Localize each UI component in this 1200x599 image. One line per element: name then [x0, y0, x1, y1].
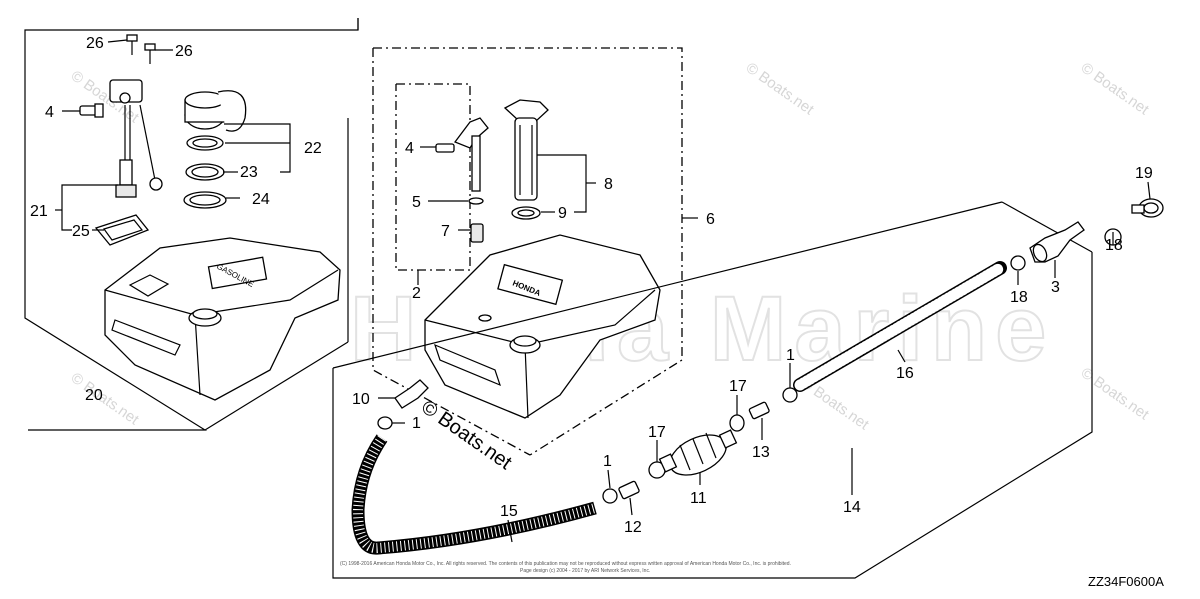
part-number-1: 1	[412, 415, 421, 432]
part-number-12: 12	[624, 519, 642, 536]
seal-17-b	[729, 414, 745, 432]
part-number-21: 21	[30, 203, 48, 220]
part-number-13: 13	[752, 444, 770, 461]
hose-15	[351, 434, 597, 555]
part-number-9: 9	[558, 205, 567, 222]
primer-bulb-11	[658, 429, 738, 476]
ring-19	[1131, 198, 1164, 218]
part-number-1: 1	[603, 453, 612, 470]
fuel-gauge-assembly	[94, 79, 163, 246]
watermark: © Boats.net	[68, 369, 143, 428]
group-6-outline	[373, 47, 683, 456]
copyright-line-1: (C) 1998-2016 American Honda Motor Co., …	[340, 561, 791, 567]
group-14-outline	[332, 252, 1093, 579]
part-number-16: 16	[896, 365, 914, 382]
figure-code: ZZ34F0600A	[1088, 574, 1164, 589]
clamp-1-a	[377, 416, 393, 430]
group-2-outline	[395, 83, 471, 271]
part-numbers: 26 26 4 22 23 24 21 25 20 4 5 7 2 8 9 6 …	[30, 35, 1153, 536]
fitting-13	[748, 401, 770, 420]
watermark: © Boats.net	[1078, 59, 1153, 118]
part-number-3: 3	[1051, 279, 1060, 296]
clamp-1-c	[782, 387, 798, 403]
part-number-19: 19	[1135, 165, 1153, 182]
fitting-4-left	[79, 103, 104, 118]
part-number-18: 18	[1105, 237, 1123, 254]
left-tank-group: GASOLINE	[24, 18, 359, 431]
screw-26-a	[126, 34, 138, 55]
part-number-4: 4	[405, 140, 414, 157]
part-number-25: 25	[72, 223, 90, 240]
part-number-1: 1	[786, 347, 795, 364]
part-number-24: 24	[252, 191, 270, 208]
part-number-17: 17	[648, 424, 666, 441]
hose-16	[793, 261, 1007, 392]
fuel-tank-left: GASOLINE	[104, 237, 341, 401]
part-number-5: 5	[412, 194, 421, 211]
fuel-hose-group	[332, 181, 1164, 579]
watermark: © Boats.net	[1078, 364, 1153, 423]
part-number-11: 11	[690, 490, 707, 507]
part-number-6: 6	[706, 211, 715, 228]
part-number-18: 18	[1010, 289, 1028, 306]
clamp-1-b	[602, 488, 618, 504]
part-number-17: 17	[729, 378, 747, 395]
part-number-20: 20	[85, 387, 103, 404]
screw-26-b	[144, 43, 156, 64]
part-number-22: 22	[304, 140, 322, 157]
part-number-2: 2	[412, 285, 421, 302]
fitting-12	[618, 480, 640, 500]
part-number-8: 8	[604, 176, 613, 193]
part-number-26: 26	[175, 43, 193, 60]
fuel-pickup-assembly	[435, 117, 489, 243]
watermark: © Boats.net	[743, 59, 818, 118]
part-number-10: 10	[352, 391, 370, 408]
part-number-15: 15	[500, 503, 518, 520]
part-number-26: 26	[86, 35, 104, 52]
fuel-tank-middle: HONDA	[424, 234, 661, 419]
connector-3	[1029, 221, 1085, 263]
connector-10	[394, 379, 429, 409]
part-number-7: 7	[441, 223, 450, 240]
middle-tank-group: HONDA	[372, 47, 698, 456]
nut-18-a	[1010, 255, 1026, 271]
part-number-23: 23	[240, 164, 258, 181]
fuel-filter-assembly	[503, 99, 549, 220]
copyright-line-2: Page design (c) 2004 - 2017 by ARI Netwo…	[520, 568, 650, 574]
part-number-14: 14	[843, 499, 861, 516]
part-number-4: 4	[45, 104, 54, 121]
fuel-cap-assembly	[183, 90, 247, 209]
